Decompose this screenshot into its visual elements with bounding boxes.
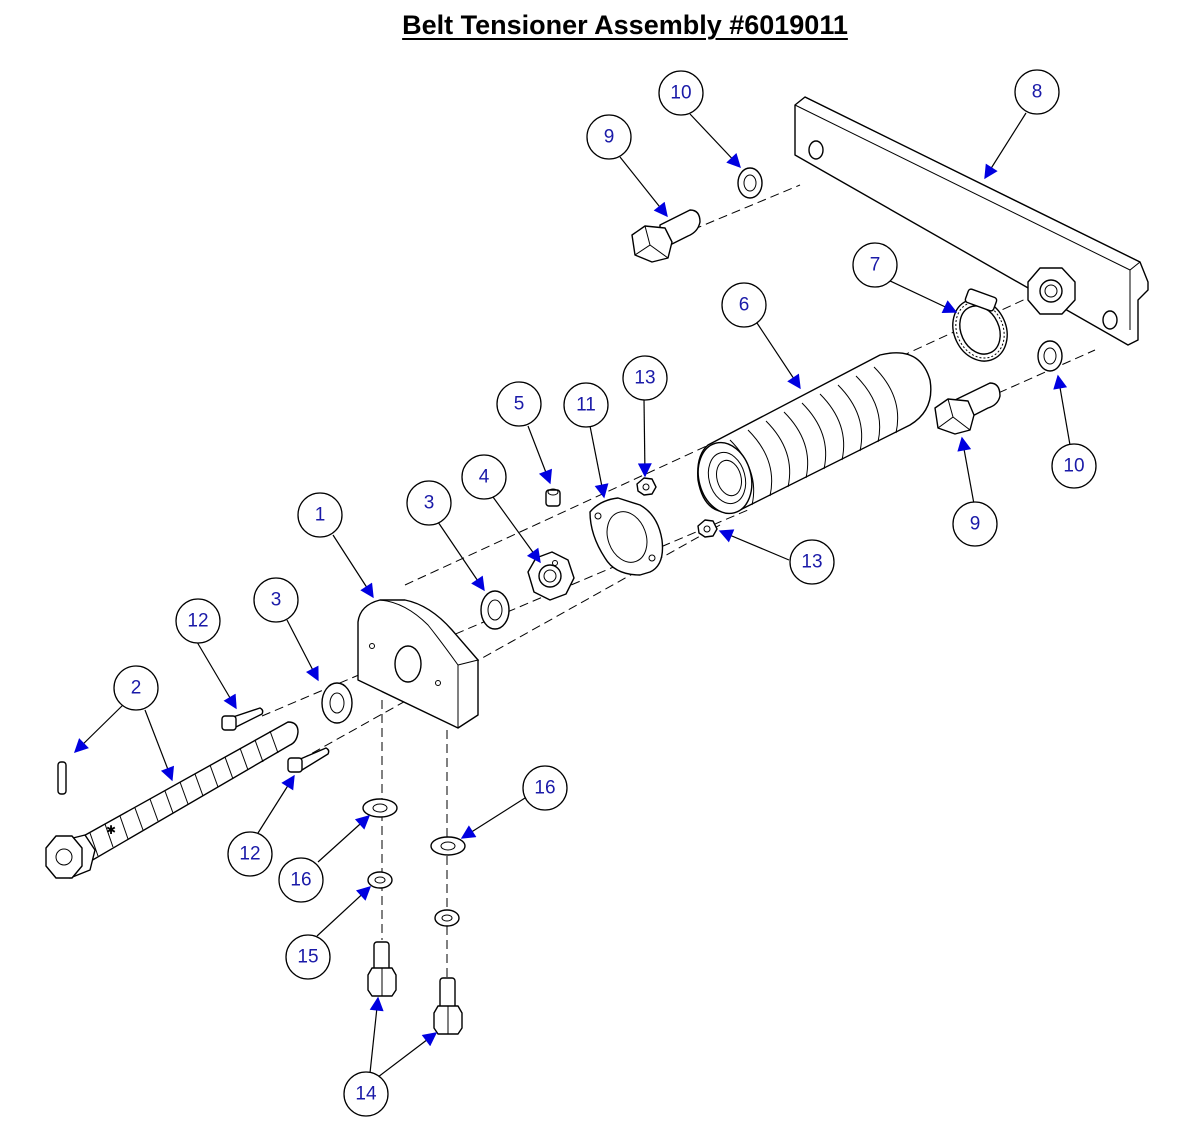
part-flat-washer-lower	[321, 682, 353, 724]
leader-6	[756, 322, 801, 390]
part-hex-nut-upper	[636, 477, 657, 496]
leader-9a	[619, 156, 668, 218]
svg-text:15: 15	[297, 947, 318, 968]
callout-11: 11	[563, 382, 609, 428]
leader-15	[316, 886, 372, 937]
callout-15: 15	[285, 934, 331, 980]
svg-text:12: 12	[239, 844, 260, 865]
leader-lines	[74, 112, 1071, 1078]
leader-12a	[196, 641, 237, 710]
callout-5: 5	[496, 381, 542, 427]
leader-16a	[317, 815, 371, 863]
part-bellows-boot	[697, 352, 932, 515]
callout-16-left: 16	[278, 857, 324, 903]
leader-10a	[689, 113, 741, 169]
svg-text:14: 14	[355, 1084, 377, 1105]
page-title: Belt Tensioner Assembly #6019011	[402, 10, 848, 40]
part-flange-plate	[589, 497, 664, 576]
thread-marking: ✱	[106, 823, 116, 837]
svg-text:4: 4	[479, 467, 490, 488]
callout-12-lower: 12	[227, 831, 273, 877]
leader-12b	[257, 774, 295, 834]
svg-text:16: 16	[534, 778, 555, 799]
callout-16-right: 16	[522, 765, 568, 811]
leader-3b	[437, 521, 485, 592]
svg-text:11: 11	[576, 395, 596, 416]
part-flat-washer-16-right	[430, 836, 466, 856]
callout-12-upper: 12	[175, 598, 221, 644]
part-lock-washer-15-left	[367, 871, 393, 889]
part-hex-bolt-lower	[934, 382, 1001, 435]
leader-2b	[144, 709, 174, 782]
callout-2: 2	[113, 665, 159, 711]
leader-3a	[286, 619, 319, 682]
svg-text:12: 12	[187, 611, 208, 632]
svg-text:3: 3	[271, 590, 282, 611]
part-roll-pin	[57, 761, 67, 795]
svg-text:2: 2	[131, 678, 142, 699]
part-set-screw	[545, 488, 561, 507]
part-tensioner-bar	[794, 96, 1149, 346]
part-lock-washer-upper	[737, 167, 763, 199]
leader-2a	[74, 702, 126, 753]
callout-1: 1	[297, 492, 343, 538]
svg-text:1: 1	[315, 505, 326, 526]
leader-13a	[637, 398, 652, 478]
callout-7: 7	[852, 242, 898, 288]
leader-4	[492, 496, 541, 564]
svg-text:5: 5	[514, 394, 525, 415]
part-vertical-bolt-right	[433, 977, 463, 1035]
svg-text:13: 13	[801, 552, 822, 573]
svg-text:3: 3	[424, 493, 435, 514]
part-hex-nut-lower	[697, 519, 718, 538]
part-vertical-bolt-left	[367, 941, 397, 997]
callout-10-lower: 10	[1051, 443, 1097, 489]
callout-13-upper: 13	[622, 355, 668, 401]
svg-text:16: 16	[290, 870, 311, 891]
svg-text:7: 7	[870, 255, 881, 276]
part-mounting-block	[357, 599, 479, 729]
svg-text:6: 6	[739, 295, 750, 316]
svg-text:9: 9	[604, 127, 615, 148]
part-threaded-rod: ✱	[45, 721, 299, 879]
callout-4: 4	[461, 454, 507, 500]
leader-11	[589, 425, 609, 499]
leader-7	[887, 279, 958, 313]
leader-8	[984, 112, 1027, 180]
svg-text:10: 10	[670, 83, 691, 104]
svg-text:8: 8	[1032, 82, 1043, 103]
part-hose-clamp	[952, 288, 1008, 362]
callout-10-upper: 10	[658, 70, 704, 116]
callout-9-upper: 9	[586, 114, 632, 160]
leader-10b	[1053, 374, 1071, 446]
callout-14: 14	[343, 1071, 389, 1117]
leader-1	[332, 534, 374, 599]
leader-14a	[369, 996, 384, 1074]
part-cap-screw-upper	[221, 707, 264, 731]
part-large-hex-nut	[527, 551, 575, 601]
callout-9-lower: 9	[952, 501, 998, 547]
part-flat-washer-upper	[480, 590, 510, 630]
part-lock-washer-lower	[1037, 340, 1063, 372]
leader-14b	[377, 1032, 438, 1078]
callout-3-lower: 3	[253, 577, 299, 623]
part-flat-washer-16-left	[362, 798, 398, 818]
svg-text:9: 9	[970, 514, 981, 535]
svg-text:13: 13	[634, 368, 655, 389]
part-lock-washer-15-right	[434, 909, 460, 927]
callout-6: 6	[721, 282, 767, 328]
leader-16b	[460, 797, 526, 839]
part-cap-screw-lower	[287, 747, 330, 773]
callout-3-upper: 3	[406, 480, 452, 526]
callout-13-lower: 13	[789, 539, 835, 585]
leader-5	[527, 425, 552, 485]
leader-13b	[718, 529, 790, 561]
part-hex-bolt-upper	[631, 209, 701, 263]
svg-text:10: 10	[1063, 456, 1084, 477]
callout-8: 8	[1014, 69, 1060, 115]
leader-9b	[957, 436, 975, 505]
